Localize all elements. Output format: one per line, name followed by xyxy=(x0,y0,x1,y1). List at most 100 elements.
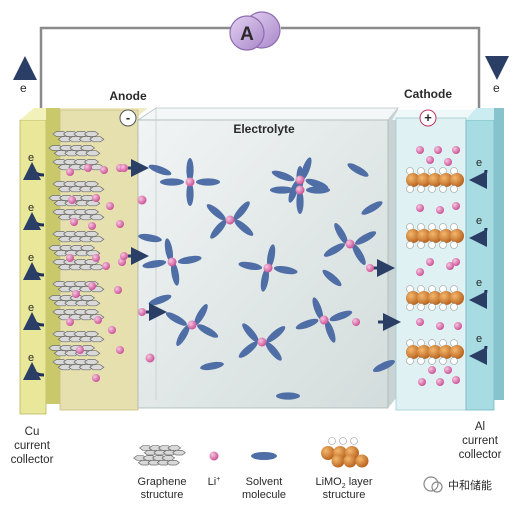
graphene-sheet xyxy=(48,195,101,207)
anode-sign: - xyxy=(119,109,137,127)
electron-arrow xyxy=(469,169,488,189)
solvent-molecule xyxy=(260,267,270,292)
li-ion xyxy=(426,156,434,164)
solvent-molecule xyxy=(170,261,180,286)
solvent-molecule xyxy=(361,201,383,215)
solvent-molecule xyxy=(288,179,300,203)
cathode-li-ions xyxy=(416,146,462,386)
electron-label: e xyxy=(28,302,34,314)
limo2-layer xyxy=(406,167,464,193)
solvent-molecules xyxy=(138,157,395,400)
solvent-molecule xyxy=(148,294,172,306)
li-ion xyxy=(452,146,460,154)
li-ion xyxy=(428,366,436,374)
li-ion xyxy=(452,376,460,384)
solvent-molecule xyxy=(329,310,353,322)
solvent-molecule xyxy=(306,186,330,194)
li-ion xyxy=(345,239,355,249)
solvent-molecule xyxy=(300,157,312,181)
electron-arrow xyxy=(23,162,45,181)
electron-arrow xyxy=(23,312,45,331)
solvent-molecule xyxy=(322,269,342,287)
cathode-label: Cathode xyxy=(404,87,452,101)
solvent-molecule xyxy=(186,182,194,206)
solvent-molecule xyxy=(164,238,174,263)
solvent-molecule xyxy=(238,341,258,358)
solvent-molecule xyxy=(266,326,286,343)
solvent-molecule xyxy=(234,219,254,236)
legend-li-ion: Li+ xyxy=(208,451,221,488)
solvent-molecule xyxy=(295,318,319,330)
li-ion xyxy=(70,218,78,226)
li-ion xyxy=(120,252,128,260)
li-ion xyxy=(88,222,96,230)
electrolyte-region xyxy=(136,107,399,409)
li-ion xyxy=(444,366,452,374)
electron-arrow xyxy=(469,345,488,365)
li-ion xyxy=(187,320,197,330)
graphene-sheet xyxy=(139,445,186,456)
li-ion xyxy=(120,164,128,172)
ammeter-label: A xyxy=(240,24,254,45)
external-circuit: A e e xyxy=(12,11,509,122)
legend: Graphene structure Li+ Solvent molecule … xyxy=(133,437,373,501)
solvent-molecule xyxy=(196,178,220,186)
solvent-molecule xyxy=(194,304,208,326)
limo2-layer xyxy=(406,285,464,311)
electron-arrow xyxy=(23,362,45,381)
graphene-sheet xyxy=(48,145,101,157)
li-ion xyxy=(102,262,110,270)
svg-text:current: current xyxy=(14,440,51,452)
electron-flow-right: e xyxy=(485,56,509,95)
solvent-molecule xyxy=(324,319,336,343)
electron-label: e xyxy=(476,333,482,345)
solvent-molecule xyxy=(238,261,263,271)
li-ion xyxy=(452,202,460,210)
solvent-molecule xyxy=(312,297,324,321)
solvent-molecule xyxy=(265,341,282,361)
li-ion-icon xyxy=(209,451,219,461)
solvent-molecule xyxy=(271,170,295,182)
ion-flow-arrows xyxy=(120,159,401,331)
li-ion xyxy=(434,146,442,154)
li-ion xyxy=(225,215,235,225)
solvent-molecule xyxy=(210,219,227,239)
circuit-wire xyxy=(39,26,481,122)
li-ion xyxy=(88,282,96,290)
watermark: 中和储能 xyxy=(423,476,492,493)
li-ion xyxy=(436,206,444,214)
al-current-collector xyxy=(465,108,504,411)
limo2-layer xyxy=(406,339,464,365)
svg-text:e: e xyxy=(20,81,27,95)
solvent-molecule xyxy=(160,178,184,186)
li-ion xyxy=(66,254,74,262)
li-ion xyxy=(72,290,80,298)
li-ion xyxy=(319,315,329,325)
solvent-molecule xyxy=(176,324,190,346)
legend-graphene: Graphene structure xyxy=(133,445,187,501)
svg-text:+: + xyxy=(424,110,432,125)
li-ion xyxy=(436,378,444,386)
li-ion xyxy=(352,318,360,326)
solvent-molecule xyxy=(296,190,304,214)
electron-label: e xyxy=(476,157,482,169)
solvent-molecule xyxy=(186,158,194,182)
cu-collector-caption: Cu current collector xyxy=(11,426,54,466)
li-ion xyxy=(106,202,114,210)
graphene-sheet xyxy=(52,209,105,221)
solvent-molecule xyxy=(206,204,226,221)
electron-arrow xyxy=(23,212,45,231)
electron-label: e xyxy=(28,352,34,364)
li-ion xyxy=(145,353,155,363)
svg-text:Li+: Li+ xyxy=(208,476,221,488)
li-ion xyxy=(68,196,76,204)
li-ion xyxy=(418,378,426,386)
svg-text:Graphene: Graphene xyxy=(138,476,187,488)
al-collector-caption: Al current collector xyxy=(459,421,502,461)
li-ion xyxy=(92,254,100,262)
li-ion xyxy=(257,337,267,347)
li-ion xyxy=(92,194,100,202)
solvent-molecule xyxy=(242,323,259,343)
solvent-molecule xyxy=(233,201,250,221)
li-ion xyxy=(446,262,454,270)
